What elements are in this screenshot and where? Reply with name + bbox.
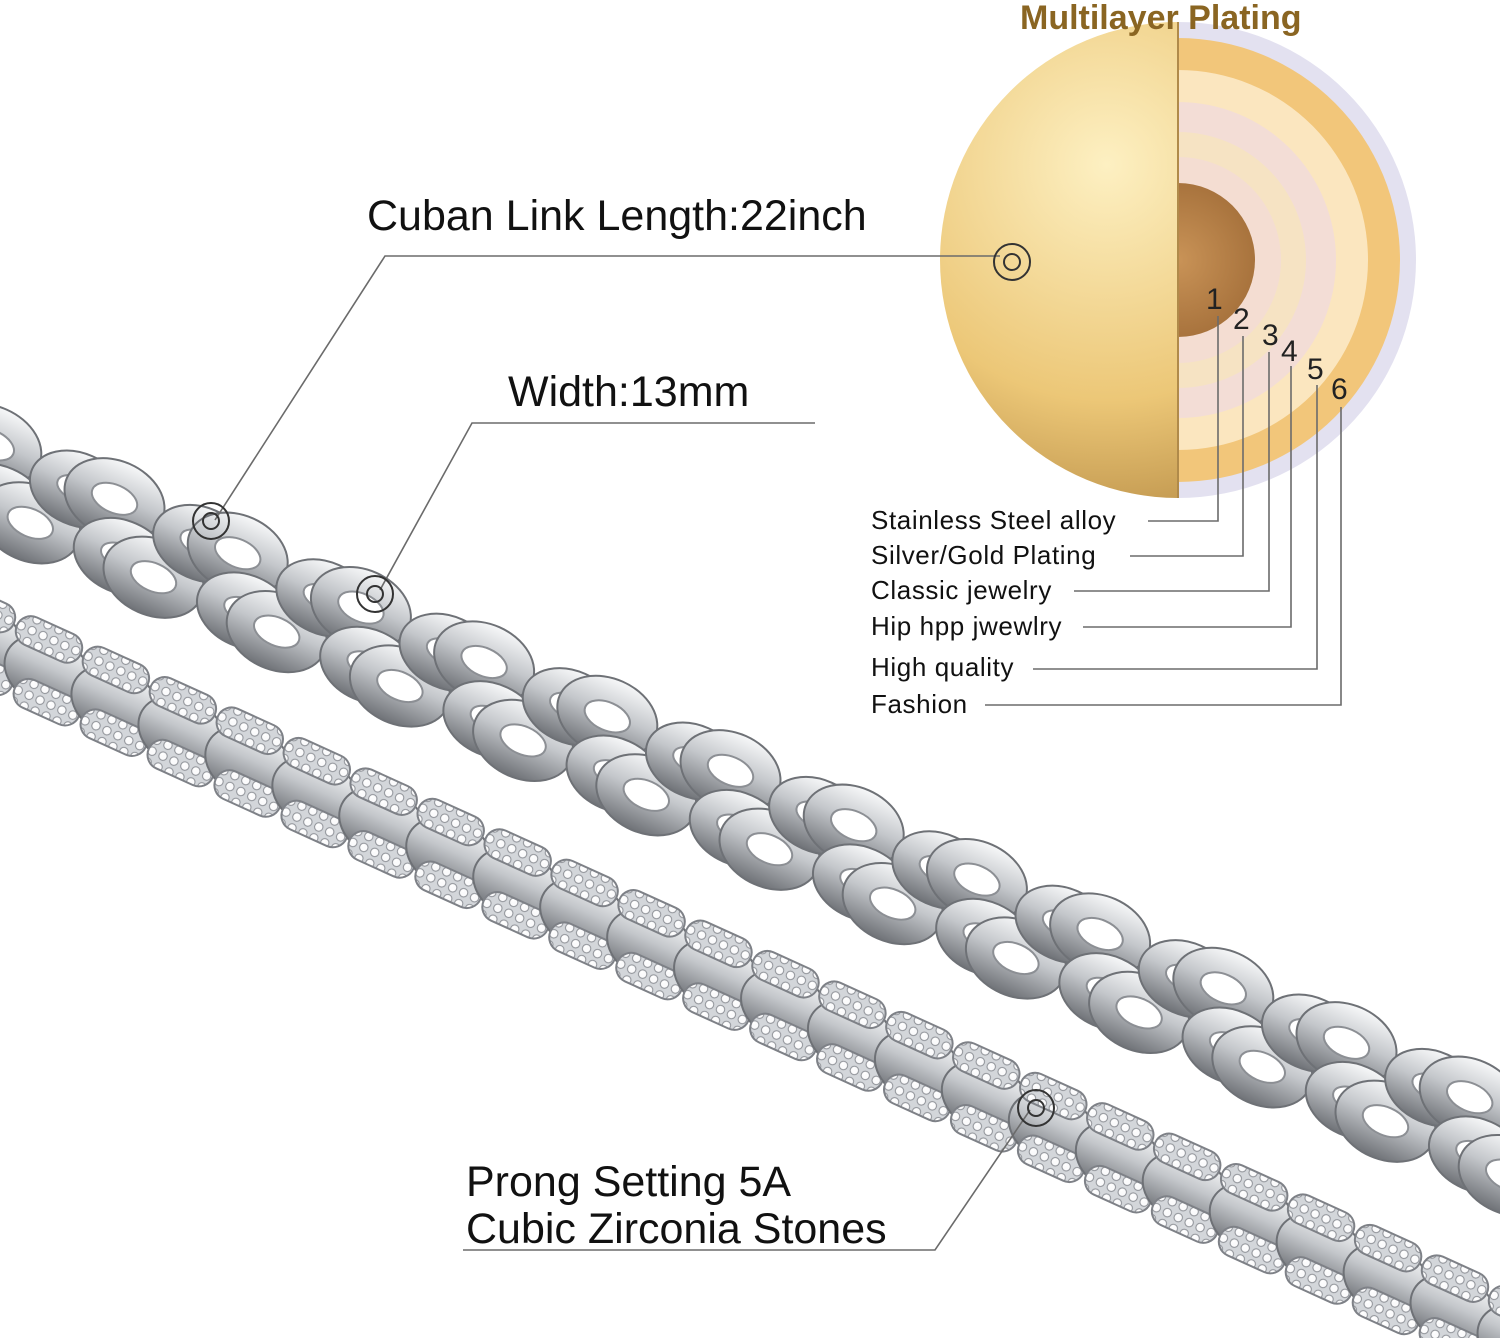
layer-4-leader <box>1083 366 1292 628</box>
iced-chain-link <box>1342 1223 1430 1336</box>
layer-6-leader <box>985 407 1342 706</box>
iced-chain-link <box>1007 1071 1095 1184</box>
iced-chain-link <box>873 1010 961 1123</box>
layer-5-leader <box>1033 385 1318 670</box>
iced-chain-link <box>70 645 158 757</box>
iced-chain-link <box>3 615 91 727</box>
layer-number-6: 6 <box>1331 373 1348 406</box>
iced-chain-link <box>1208 1163 1296 1275</box>
plain-cuban-chain <box>0 402 1500 1218</box>
iced-chain-link <box>405 797 493 910</box>
layer-label-3: Classic jewelry <box>871 575 1052 605</box>
layer-number-1: 1 <box>1206 283 1223 316</box>
width-callout: Width:13mm <box>508 368 750 416</box>
layer-ring-1-core <box>1178 183 1255 337</box>
iced-chain-link <box>338 767 426 879</box>
width-leader-line <box>379 422 815 591</box>
stones-callout-line-1: Prong Setting 5A <box>466 1158 792 1206</box>
chain-link <box>1457 1134 1500 1218</box>
multilayer-plating-title: Multilayer Plating <box>1020 0 1302 37</box>
iced-chain-link <box>806 980 894 1092</box>
stones-callout-line-2: Cubic Zirconia Stones <box>466 1205 887 1253</box>
iced-chain-link <box>204 706 292 818</box>
sphere-gold-half <box>940 22 1178 498</box>
iced-chain-link <box>673 919 760 1031</box>
layer-number-4: 4 <box>1281 335 1298 368</box>
callout-target-icon <box>356 575 394 613</box>
callout-lines <box>214 255 1342 1251</box>
layer-number-3: 3 <box>1262 319 1279 352</box>
callout-target-icon <box>1017 1089 1055 1127</box>
layer-number-2: 2 <box>1233 303 1250 336</box>
iced-chain-link <box>1074 1102 1162 1214</box>
layer-numbers: 1 2 3 4 5 6 <box>1206 283 1348 406</box>
iced-chain-link <box>1141 1132 1229 1244</box>
layer-label-4: Hip hpp jwewlry <box>871 611 1063 641</box>
iced-chain-link <box>539 858 627 970</box>
length-callout: Cuban Link Length:22inch <box>367 192 867 240</box>
iced-chain-link <box>606 889 694 1001</box>
stones-leader-line <box>463 1109 1031 1251</box>
layer-number-5: 5 <box>1307 353 1324 386</box>
layer-2-leader <box>1130 336 1244 557</box>
iced-chain-link <box>1275 1193 1363 1305</box>
layer-3-leader <box>1074 352 1270 592</box>
iced-cuban-chain <box>0 584 1500 1338</box>
iced-chain-link <box>271 736 359 849</box>
layer-label-6: Fashion <box>871 689 968 719</box>
layer-1-leader <box>1148 316 1219 522</box>
length-leader-line <box>214 255 1000 521</box>
callout-target-icon <box>192 502 230 540</box>
sphere-layers-half <box>1178 22 1416 498</box>
layer-label-1: Stainless Steel alloy <box>871 505 1117 535</box>
layer-label-5: High quality <box>871 652 1015 682</box>
callout-target-icon <box>993 243 1031 281</box>
plating-sphere <box>940 22 1416 498</box>
iced-chain-link <box>1476 1284 1500 1338</box>
iced-chain-link <box>472 828 560 940</box>
layer-label-2: Silver/Gold Plating <box>871 540 1097 570</box>
